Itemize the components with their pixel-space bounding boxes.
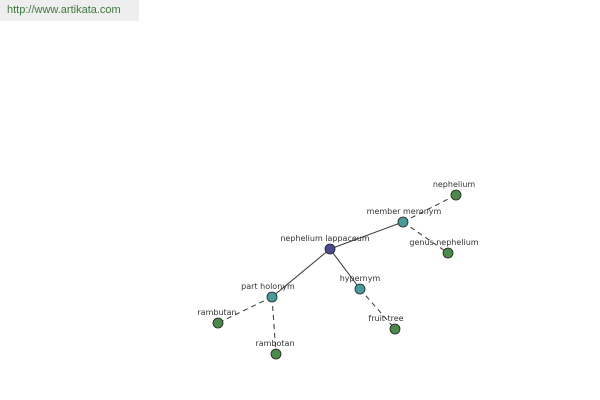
node-rambotan[interactable] [270,348,282,360]
label-fruit-tree: fruit tree [368,314,403,323]
label-rambutan: rambutan [197,308,236,317]
label-member-meronym: member meronym [367,207,442,216]
label-center: nephelium lappaceum [280,234,369,243]
node-part-holonym[interactable] [266,291,278,303]
node-center[interactable] [324,243,336,255]
edge-hypernym-fruit-tree [359,288,396,330]
label-rambotan: rambotan [255,339,294,348]
label-part-holonym: part holonym [241,282,295,291]
edge-center-part-holonym [271,248,331,298]
label-hypernym: hypernym [340,274,381,283]
node-hypernym[interactable] [354,283,366,295]
url-banner: http://www.artikata.com [0,0,139,21]
node-fruit-tree[interactable] [389,323,401,335]
site-url-link[interactable]: http://www.artikata.com [7,4,121,16]
node-genus-nephelium[interactable] [442,247,454,259]
node-member-meronym[interactable] [397,216,409,228]
node-nephelium[interactable] [450,189,462,201]
edge-member-meronym-nephelium [402,194,457,223]
label-genus-nephelium: genus nephelium [409,238,478,247]
edge-member-meronym-genus-nephelium [402,221,449,254]
edge-center-member-meronym [329,221,404,250]
edge-part-holonym-rambutan [217,296,273,324]
node-rambutan[interactable] [212,317,224,329]
label-nephelium: nephelium [433,180,476,189]
edge-center-hypernym [329,248,361,290]
edge-part-holonym-rambotan [271,296,277,355]
